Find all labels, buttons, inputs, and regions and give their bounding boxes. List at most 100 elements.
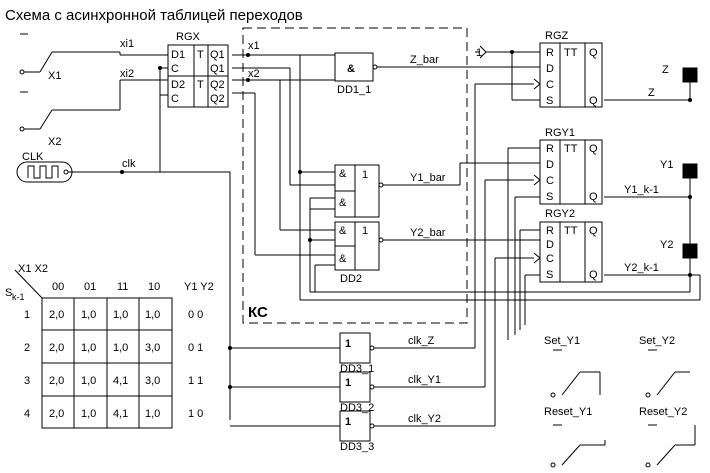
rgz-block bbox=[539, 42, 603, 108]
table-cell: 2,0 bbox=[49, 375, 64, 387]
table-cell: 1,0 bbox=[113, 309, 128, 321]
rgy1-s: S bbox=[546, 191, 553, 203]
rgx-t2: T bbox=[197, 79, 204, 91]
table-row-state: 3 bbox=[24, 375, 30, 387]
rgy1-q-bar: Q bbox=[589, 191, 598, 203]
table-corner-bottom: S bbox=[5, 287, 12, 299]
rgy2-c: C bbox=[546, 253, 554, 265]
z-bar-label: Z_bar bbox=[410, 54, 439, 66]
y1-indicator bbox=[682, 163, 698, 179]
rgz-q: Q bbox=[589, 47, 598, 59]
dd2-name: DD2 bbox=[340, 273, 362, 285]
table-cell: 1,0 bbox=[81, 375, 96, 387]
switch-x2[interactable] bbox=[19, 52, 168, 132]
switch-set-y1[interactable] bbox=[550, 349, 601, 398]
dd2-and-3: & bbox=[339, 225, 347, 237]
y2-k1-label: Y2_k-1 bbox=[624, 262, 659, 274]
z-indicator bbox=[682, 67, 698, 83]
rgz-r: R bbox=[546, 47, 554, 59]
table-cell: 2,0 bbox=[49, 309, 64, 321]
rgy2-q-bar: Q bbox=[589, 269, 598, 281]
rgy1-tt: TT bbox=[564, 143, 578, 155]
rgx-pin-d1: D1 bbox=[171, 49, 185, 61]
table-row-state: 2 bbox=[24, 342, 30, 354]
rgy1-q: Q bbox=[589, 143, 598, 155]
z-out-label: Z bbox=[648, 87, 655, 99]
table-cell: 4,1 bbox=[113, 375, 128, 387]
switch-set-y2[interactable] bbox=[645, 349, 690, 398]
rgx-pin-d2: D2 bbox=[171, 79, 185, 91]
x2-signal: x2 bbox=[248, 68, 260, 80]
clk-signal-label: clk bbox=[122, 158, 136, 170]
table-row-state: 4 bbox=[24, 408, 30, 420]
clk-label: CLK bbox=[22, 151, 44, 163]
rgx-t1: T bbox=[197, 49, 204, 61]
y2-bar-label: Y2_bar bbox=[410, 227, 446, 239]
clk-y1-label: clk_Y1 bbox=[408, 374, 441, 386]
table-cell: 1,0 bbox=[81, 309, 96, 321]
rgy1-d: D bbox=[546, 159, 554, 171]
dd2-or-2: 1 bbox=[362, 225, 368, 237]
const-one: 1 bbox=[476, 47, 482, 59]
table-cell: 4,1 bbox=[113, 408, 128, 420]
rgz-c: C bbox=[546, 79, 554, 91]
clk-source[interactable] bbox=[16, 161, 73, 183]
rgx-q2: Q2 bbox=[210, 79, 225, 91]
set-y2-label: Set_Y2 bbox=[639, 335, 675, 347]
rgy2-s: S bbox=[546, 269, 553, 281]
x1-label: X1 bbox=[48, 70, 61, 82]
rgy1-block bbox=[539, 139, 603, 205]
table-cell: 2,0 bbox=[49, 342, 64, 354]
set-y1-label: Set_Y1 bbox=[544, 335, 580, 347]
reset-y1-label: Reset_Y1 bbox=[544, 406, 592, 418]
table-row-output: 0 1 bbox=[188, 342, 203, 354]
clk-z-label: clk_Z bbox=[408, 335, 435, 347]
dd2-and-2: & bbox=[339, 197, 347, 209]
switch-x1[interactable] bbox=[19, 33, 120, 93]
rgx-pin-c1: C bbox=[171, 63, 179, 75]
rgy1-r: R bbox=[546, 143, 554, 155]
y1-k1-label: Y1_k-1 bbox=[624, 184, 659, 196]
y1-indicator-label: Y1 bbox=[660, 159, 673, 171]
rgz-q-bar: Q bbox=[589, 95, 598, 107]
dd2-and-1: & bbox=[339, 168, 347, 180]
y2-indicator-label: Y2 bbox=[660, 239, 673, 251]
table-corner-top: X1 X2 bbox=[18, 263, 48, 275]
x1-signal: x1 bbox=[248, 40, 260, 52]
rgx-q2-bar: Q2 bbox=[210, 93, 225, 105]
table-cell: 1,0 bbox=[81, 408, 96, 420]
dd3-3-sym: 1 bbox=[345, 416, 351, 428]
page-title: Схема с асинхронной таблицей переходов bbox=[5, 7, 303, 24]
rgz-tt: TT bbox=[564, 47, 578, 59]
dd3-1-name: DD3_1 bbox=[340, 363, 374, 375]
table-row-state: 1 bbox=[24, 309, 30, 321]
transition-table bbox=[14, 269, 173, 429]
table-corner-sub: k-1 bbox=[12, 292, 25, 302]
dd2-and-4: & bbox=[339, 253, 347, 265]
kc-box bbox=[242, 27, 468, 324]
switch-reset-y1[interactable] bbox=[550, 424, 606, 468]
table-col-00: 00 bbox=[52, 281, 64, 293]
y1-bar-label: Y1_bar bbox=[410, 172, 446, 184]
rgy1-name: RGY1 bbox=[545, 127, 575, 139]
rgx-name: RGX bbox=[176, 31, 201, 43]
rgy2-name: RGY2 bbox=[545, 208, 575, 220]
table-row-output: 1 0 bbox=[188, 408, 203, 420]
kc-label: КС bbox=[248, 304, 268, 321]
rgx-q1: Q1 bbox=[210, 49, 225, 61]
table-col-01: 01 bbox=[84, 281, 96, 293]
rgz-s: S bbox=[546, 95, 553, 107]
switch-reset-y2[interactable] bbox=[645, 424, 696, 468]
rgy2-block bbox=[539, 221, 603, 283]
table-row-output: 1 1 bbox=[188, 375, 203, 387]
xi1-label: xi1 bbox=[120, 38, 134, 50]
table-out-header: Y1 Y2 bbox=[184, 281, 214, 293]
dd2-or-1: 1 bbox=[362, 169, 368, 181]
rgx-q1-bar: Q1 bbox=[210, 63, 225, 75]
table-cell: 1,0 bbox=[113, 342, 128, 354]
table-cell: 1,0 bbox=[145, 408, 160, 420]
dd3-2-sym: 1 bbox=[345, 377, 351, 389]
rgy1-c: C bbox=[546, 175, 554, 187]
table-row-output: 0 0 bbox=[188, 309, 203, 321]
